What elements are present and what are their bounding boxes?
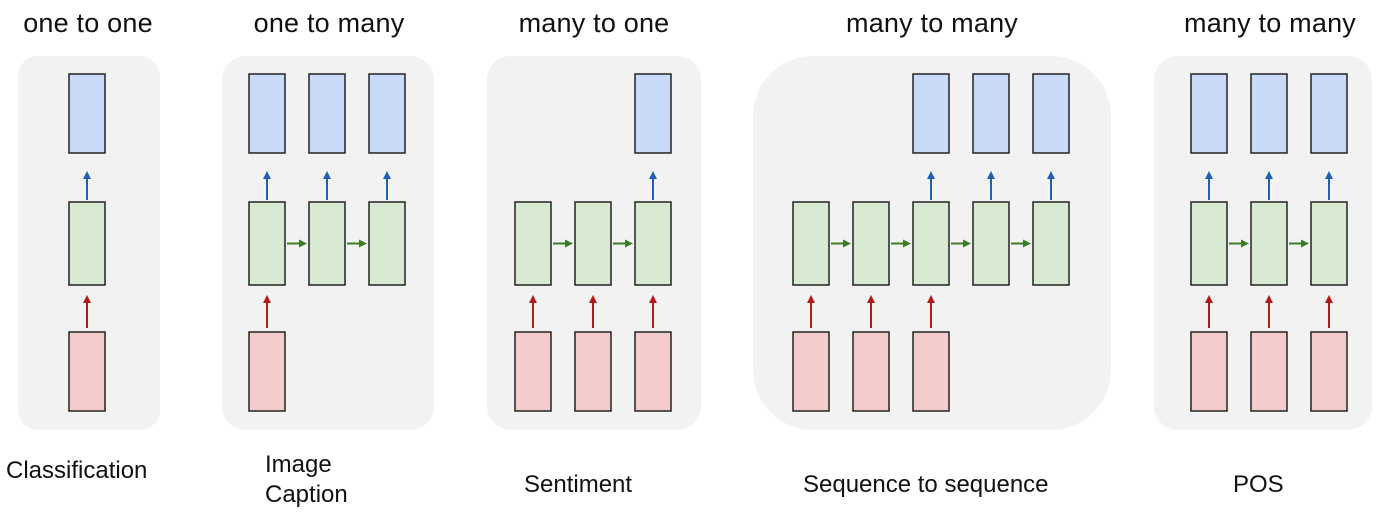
input-box [634,331,672,412]
caption-many-to-one: Sentiment [524,471,633,498]
output-box [1032,73,1070,154]
hidden-state-box [1250,201,1288,286]
hidden-state-box [368,201,406,286]
hidden-state-box [248,201,286,286]
hidden-state-box [852,201,890,286]
input-box [574,331,612,412]
input-box [852,331,890,412]
input-box [792,331,830,412]
hidden-state-box [68,201,106,286]
panel-title-one-to-one: one to one [23,8,153,38]
output-box [68,73,106,154]
input-box [1250,331,1288,412]
input-box [514,331,552,412]
output-box [1250,73,1288,154]
output-box [1190,73,1228,154]
input-box [248,331,286,412]
output-box [308,73,346,154]
output-box [1310,73,1348,154]
panel-title-many-to-many-seq2seq: many to many [846,8,1018,38]
output-box [368,73,406,154]
caption-many-to-many-seq2seq: Sequence to sequence [803,471,1049,498]
panel-one-to-one [18,56,160,430]
hidden-state-box [792,201,830,286]
input-box [1190,331,1228,412]
input-box [68,331,106,412]
hidden-state-box [972,201,1010,286]
hidden-state-box [912,201,950,286]
hidden-state-box [1310,201,1348,286]
output-box [634,73,672,154]
output-box [912,73,950,154]
hidden-state-box [1190,201,1228,286]
input-box [1310,331,1348,412]
panel-one-to-many [222,56,434,430]
panel-title-one-to-many: one to many [253,8,405,38]
panel-title-many-to-one: many to one [518,8,670,38]
caption-one-to-many: Image Caption [265,451,348,508]
hidden-state-box [634,201,672,286]
panel-many-to-one [487,56,701,430]
output-box [248,73,286,154]
hidden-state-box [308,201,346,286]
panel-many-to-many-seq2seq [753,56,1111,430]
input-box [912,331,950,412]
panel-many-to-many-pos [1154,56,1372,430]
hidden-state-box [574,201,612,286]
caption-one-to-one: Classification [6,457,148,484]
panel-title-many-to-many-pos: many to many [1184,8,1356,38]
hidden-state-box [514,201,552,286]
output-box [972,73,1010,154]
caption-many-to-many-pos: POS [1233,471,1284,498]
hidden-state-box [1032,201,1070,286]
